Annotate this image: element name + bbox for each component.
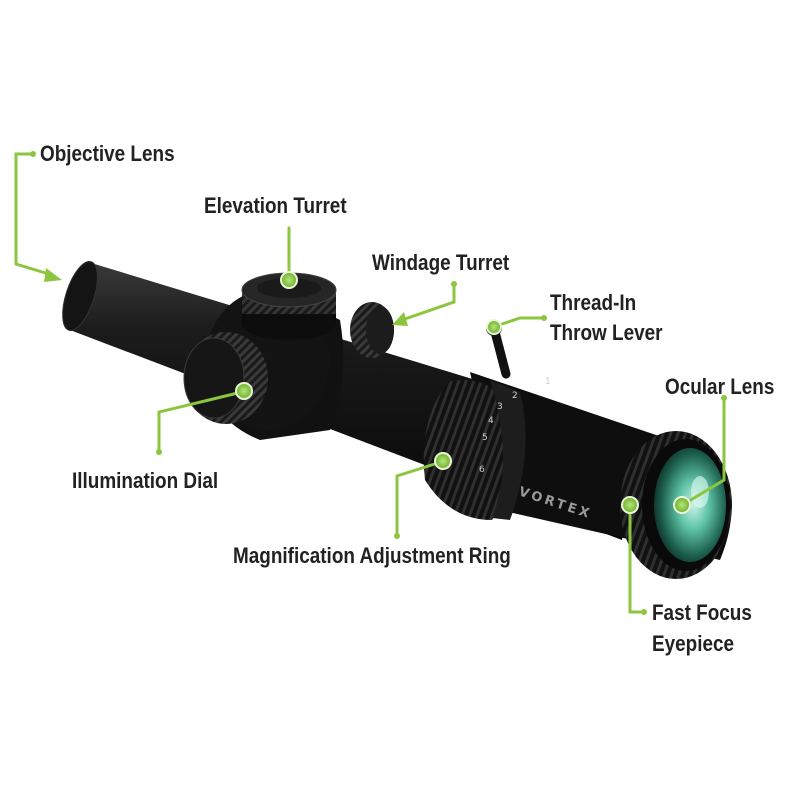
objective-lens-start [30, 151, 36, 157]
mag-mark-3: 3 [497, 402, 503, 412]
elevation-turret-dot [280, 271, 298, 289]
fast-focus-eyepiece-start [641, 609, 647, 615]
fast-focus-label: Fast Focus [652, 600, 752, 625]
mag-mark-1: 1 [545, 377, 551, 387]
illumination-dial-dot [235, 382, 253, 400]
ocular-lens-leader [682, 396, 726, 506]
ocular-lens-start [721, 395, 727, 401]
mag-mark-4: 4 [488, 416, 494, 426]
objective-lens-leader [14, 152, 54, 277]
illumination-dial-start [156, 449, 162, 455]
illumination-dial-label: Illumination Dial [72, 468, 219, 493]
magnification-ring-leader [395, 460, 443, 538]
throw-lever-dot [486, 319, 502, 335]
magnification-marks: 1 2 3 4 5 6 [479, 377, 551, 475]
objective-lens-label: Objective Lens [40, 141, 175, 166]
callout-points [30, 151, 727, 615]
mag-mark-6: 6 [479, 465, 485, 475]
fast-focus-eyepiece-dot [621, 496, 639, 514]
windage-turret-start [451, 281, 457, 287]
magnification-ring-dot [434, 452, 452, 470]
objective-lens-arrow [44, 268, 62, 282]
windage-turret-arrow [392, 312, 408, 326]
windage-turret [350, 302, 394, 358]
throw-lever-leader [494, 316, 546, 328]
mag-mark-2: 2 [512, 391, 518, 401]
fast-focus-eyepiece-leader [628, 504, 646, 614]
illumination-dial-leader [157, 390, 244, 454]
ocular-lens-label: Ocular Lens [665, 374, 775, 399]
callout-lines [14, 152, 726, 614]
throw-lever-start [541, 315, 547, 321]
magnification-ring-start [394, 533, 400, 539]
elevation-turret-label: Elevation Turret [204, 193, 347, 218]
illumination-dial [183, 332, 268, 424]
magnification-adjustment-ring-label: Magnification Adjustment Ring [233, 543, 511, 568]
eyepiece-label: Eyepiece [652, 631, 735, 656]
mag-mark-5: 5 [482, 433, 488, 443]
throw-lever-label: Throw Lever [550, 320, 663, 345]
windage-turret-leader [400, 282, 456, 322]
ocular-lens-dot [673, 496, 691, 514]
windage-turret-label: Windage Turret [372, 250, 510, 275]
thread-in-label: Thread-In [550, 290, 637, 315]
magnification-ring [423, 380, 526, 520]
